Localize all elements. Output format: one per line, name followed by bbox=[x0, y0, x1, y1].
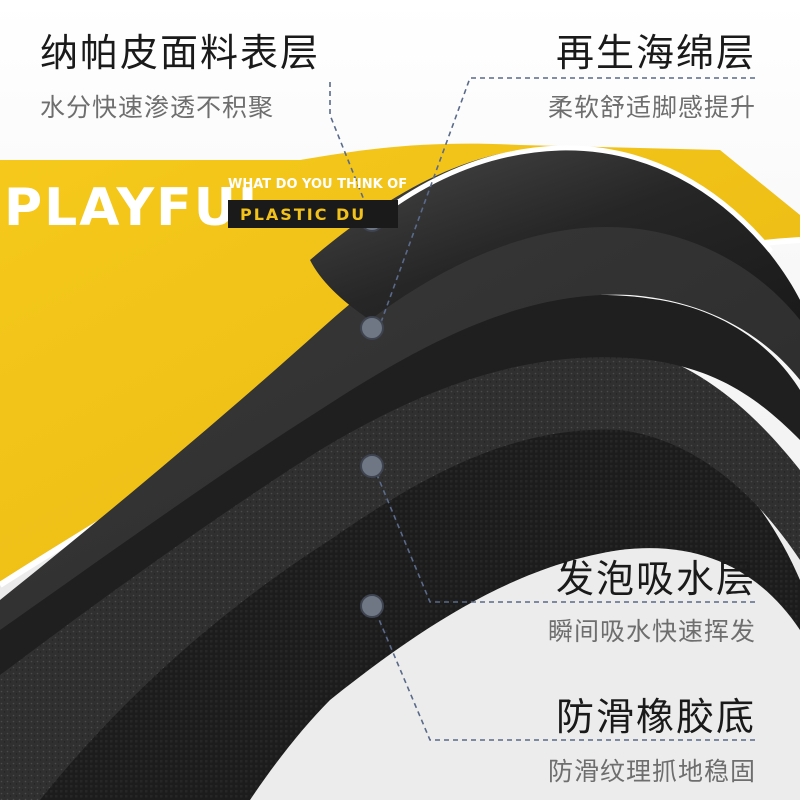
callout-3-title: 发泡吸水层 bbox=[555, 557, 756, 601]
callout-2-title: 再生海绵层 bbox=[555, 31, 756, 75]
leader-line-4 bbox=[374, 609, 755, 741]
leader-lines bbox=[329, 77, 755, 741]
skin-highlight-edge bbox=[377, 145, 773, 253]
callout-1-subtitle: 水分快速渗透不积聚 bbox=[40, 93, 275, 122]
leader-line-3 bbox=[374, 469, 755, 603]
leader-line-2 bbox=[379, 77, 755, 326]
leader-line-1 bbox=[329, 82, 373, 221]
mat-tagline: WHAT DO YOU THINK OF bbox=[228, 177, 407, 192]
marker-dot-4 bbox=[360, 594, 384, 618]
mid-separator-band bbox=[0, 294, 800, 675]
mat-badge-background bbox=[228, 200, 398, 228]
callout-4-title: 防滑橡胶底 bbox=[555, 695, 756, 739]
bottom-light-area bbox=[250, 548, 800, 800]
callout-2-subtitle: 柔软舒适脚感提升 bbox=[547, 93, 756, 122]
callout-1-title: 纳帕皮面料表层 bbox=[40, 31, 321, 75]
mat-badge-text: PLASTIC DU bbox=[240, 205, 366, 224]
leather-top-skin bbox=[310, 147, 800, 320]
marker-dot-3 bbox=[360, 454, 384, 478]
callout-3-subtitle: 瞬间吸水快速挥发 bbox=[547, 617, 756, 646]
foam-absorbent-layer bbox=[0, 342, 800, 800]
marker-dot-2 bbox=[360, 316, 384, 340]
mat-brand-word: PLAYFUL bbox=[4, 178, 273, 238]
callout-4-subtitle: 防滑纹理抓地稳固 bbox=[547, 757, 756, 786]
